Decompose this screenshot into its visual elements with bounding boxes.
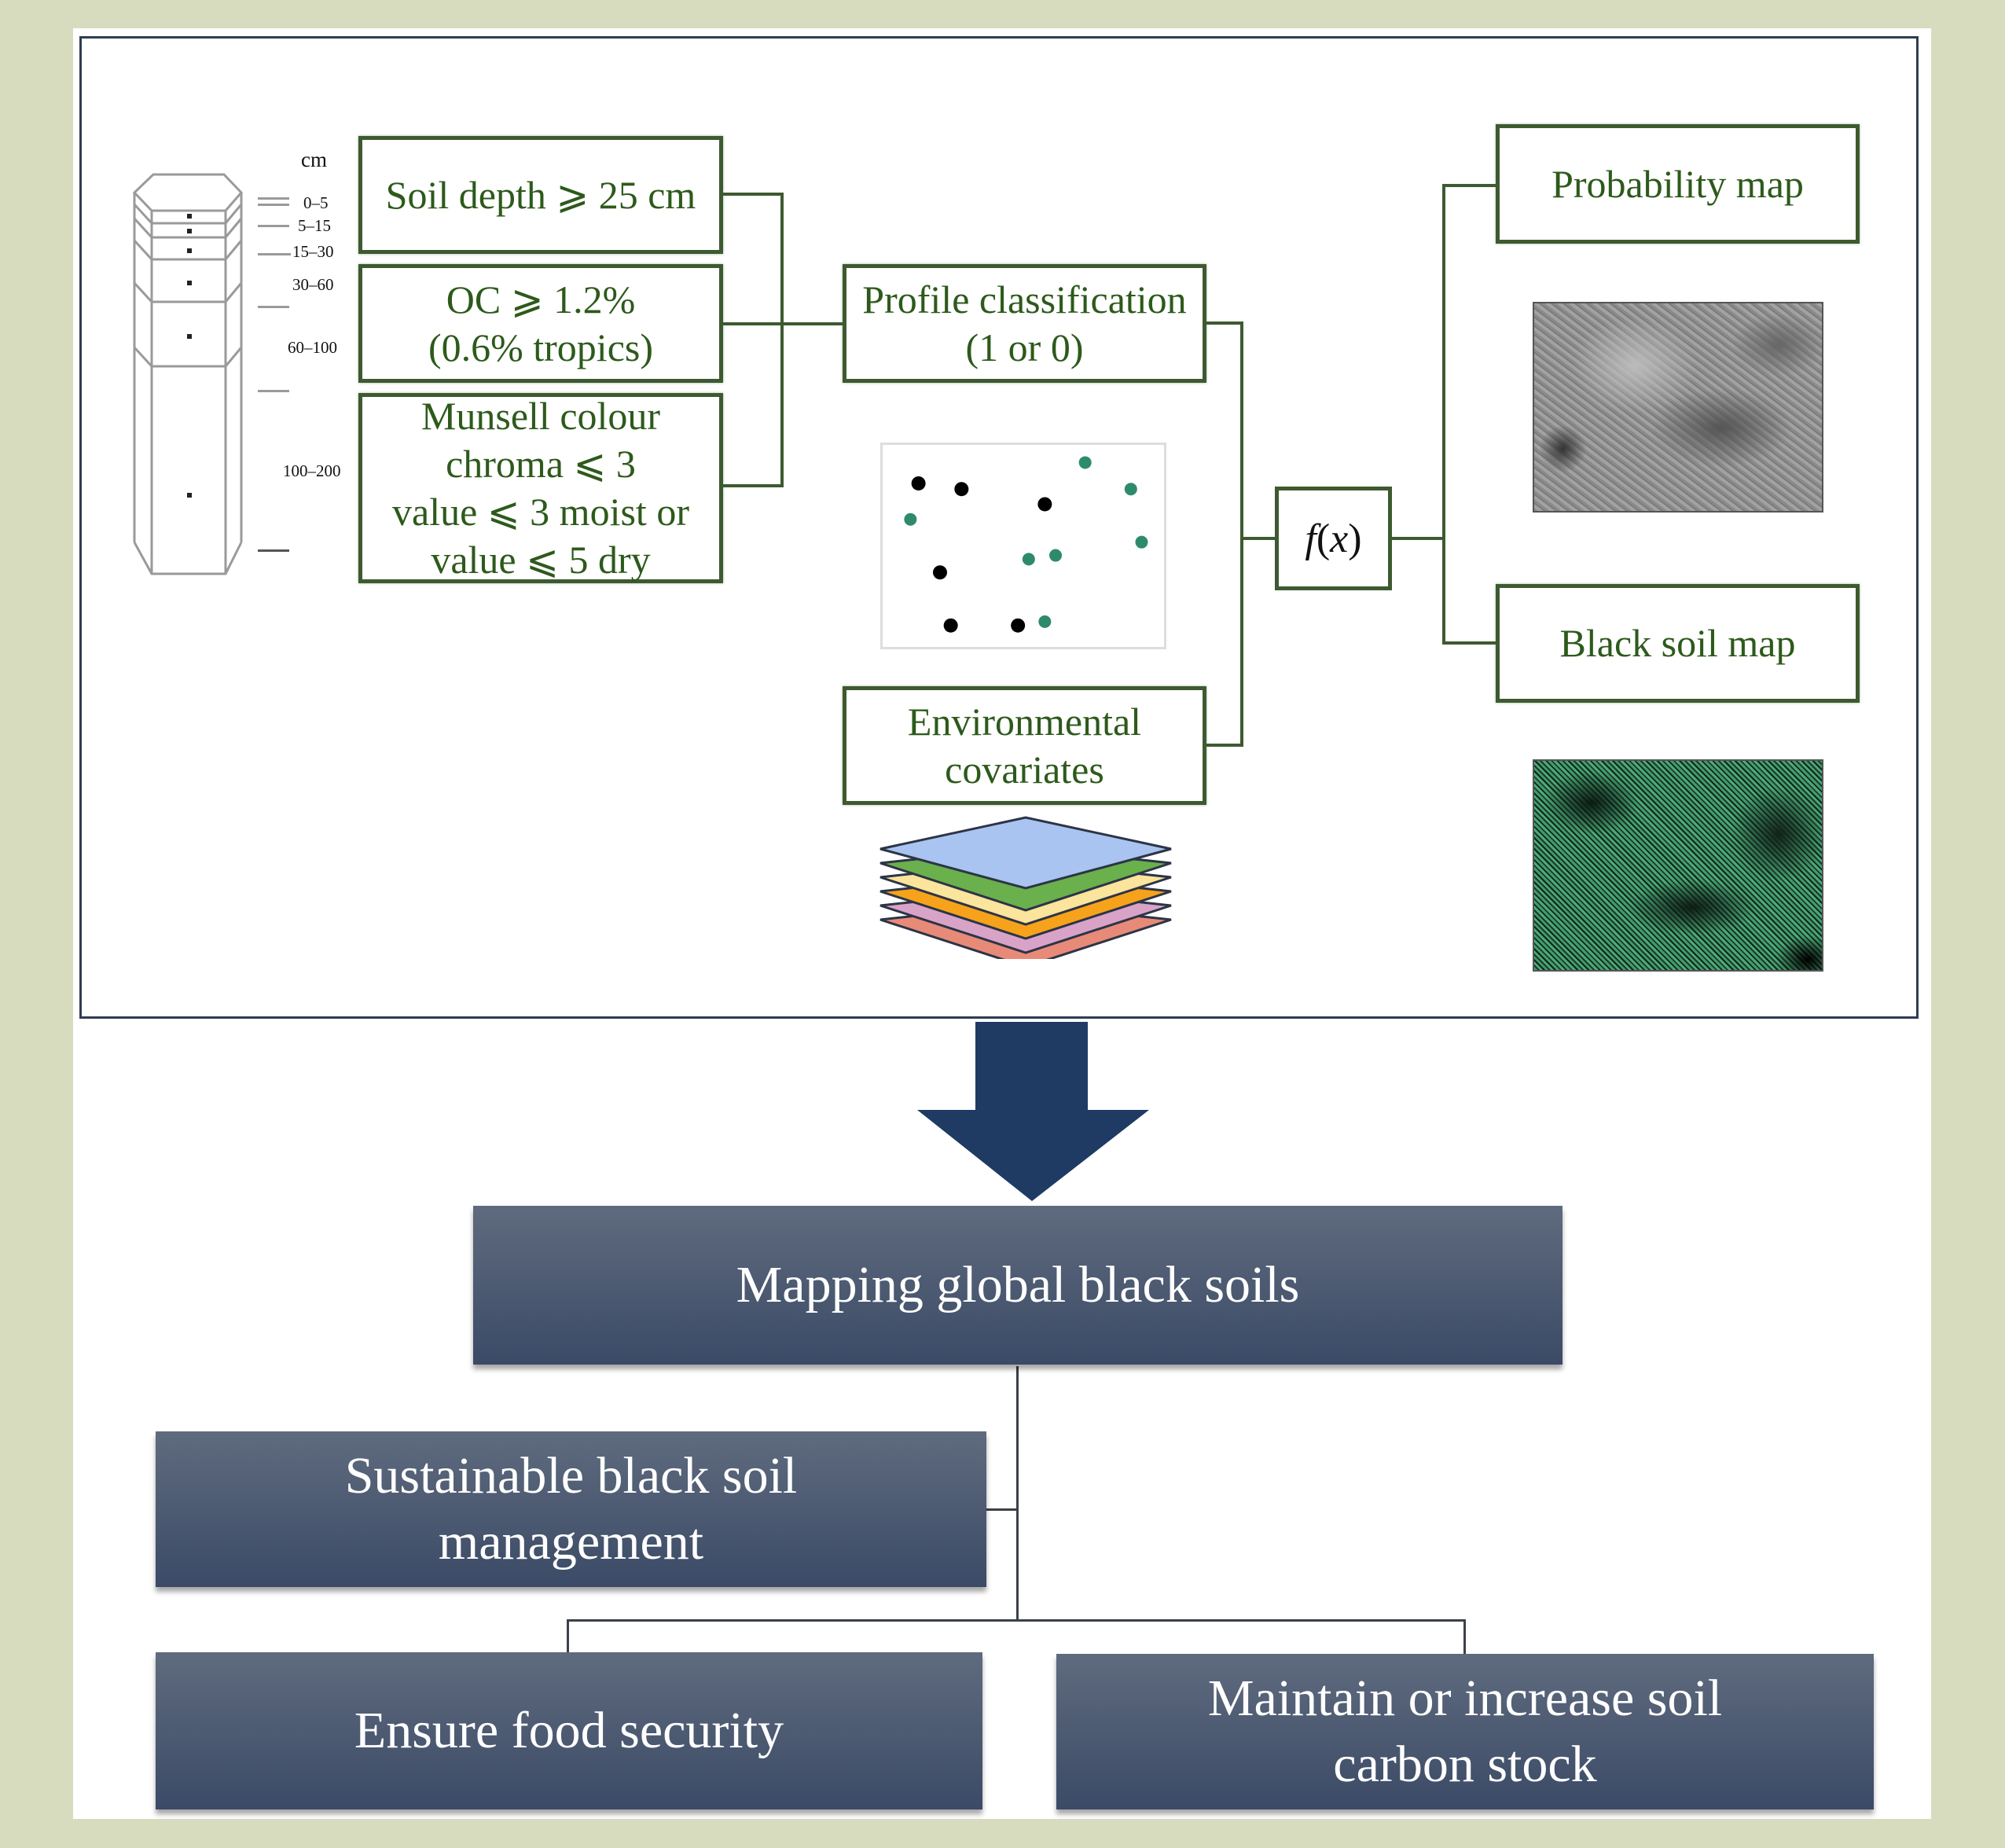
sustainable-management-box: Sustainable black soil management [156,1431,986,1587]
tree-connector-line [986,1508,1018,1511]
connector-line [1442,184,1445,643]
tree-connector-line [1016,1366,1019,1622]
depth-label-100-200: 100–200 [283,461,341,480]
probability-map-box: Probability map [1496,124,1860,244]
depth-tick [258,197,289,200]
non-black-soil-point [1022,553,1035,566]
black-soil-point [911,476,926,490]
sustainable-line-1: Sustainable black soil [344,1446,798,1504]
depth-tick [258,204,289,206]
probability-map-image [1533,302,1823,513]
sample-point [187,281,192,285]
criterion-soil-depth-box: Soil depth ⩾ 25 cm [358,136,723,254]
depth-label-15-30: 15–30 [292,242,334,261]
depth-label-0-5: 0–5 [303,193,329,212]
black-soil-point [1011,618,1026,633]
covariates-line-2: covariates [945,747,1104,792]
carbon-line-1: Maintain or increase soil [1207,1669,1723,1727]
function-f: f [1305,516,1316,561]
soil-carbon-stock-box: Maintain or increase soil carbon stock [1056,1654,1874,1809]
mapping-global-black-soils-text: Mapping global black soils [736,1255,1300,1313]
depth-tick [258,549,289,552]
classification-line-1: Profile classification [862,277,1187,321]
carbon-line-2: carbon stock [1333,1736,1597,1793]
criterion-munsell-line-3: value ⩽ 3 moist or [392,490,689,534]
function-close-paren: ) [1348,516,1362,561]
function-open-paren: ( [1316,516,1331,561]
non-black-soil-point [1135,535,1148,549]
non-black-soil-point [1078,456,1092,469]
non-black-soil-point [1049,549,1063,562]
depth-tick [258,225,289,227]
criterion-soil-depth-text: Soil depth ⩾ 25 cm [385,172,696,217]
depth-label-5-15: 5–15 [298,216,331,235]
black-soil-map-box: Black soil map [1496,584,1860,703]
connector-line [1240,537,1276,540]
connector-line [1392,537,1445,540]
depth-tick [258,253,291,255]
criterion-oc-line-2: (0.6% tropics) [428,325,654,369]
sample-point [187,248,192,253]
connector-line [1442,184,1497,187]
sample-points-plot [904,456,1148,633]
connector-line [723,484,783,487]
connector-line [1442,641,1497,645]
black-soil-map-label: Black soil map [1559,621,1796,665]
food-security-text: Ensure food security [354,1701,784,1759]
black-soil-map-image [1533,759,1823,972]
depth-tick [258,390,289,392]
covariates-line-1: Environmental [907,699,1142,744]
connector-line [780,193,784,487]
black-soil-point [943,618,958,633]
classification-line-2: (1 or 0) [965,325,1084,369]
mapping-global-black-soils-box: Mapping global black soils [473,1206,1563,1365]
non-black-soil-point [1124,483,1137,496]
non-black-soil-point [904,513,917,526]
criterion-munsell-line-1: Munsell colour [420,394,661,438]
sample-point [187,214,192,219]
down-arrow-icon [917,1022,1149,1201]
black-soil-point [1037,497,1052,512]
tree-connector-line [567,1619,1466,1622]
connector-line [1206,744,1243,747]
sample-points-panel [880,443,1166,649]
probability-map-label: Probability map [1551,161,1804,206]
function-x: x [1330,516,1349,561]
depth-unit-label: cm [301,148,327,171]
food-security-box: Ensure food security [156,1652,982,1809]
profile-classification-box: Profile classification(1 or 0) [843,264,1206,383]
depth-label-60-100: 60–100 [288,338,337,357]
tree-connector-line [567,1619,569,1654]
sample-point [187,493,192,498]
model-function-box: f(x) [1275,487,1392,590]
criterion-oc-line-1: OC ⩾ 1.2% [446,277,636,321]
covariate-layer [879,816,1172,890]
sample-point [187,334,192,339]
sustainable-line-2: management [438,1513,704,1571]
black-soil-point [932,565,947,580]
black-soil-point [954,482,969,497]
covariate-layers-icon [879,816,1172,959]
tree-connector-line [1463,1619,1466,1654]
soil-profile-column-icon [132,173,244,575]
criterion-munsell-line-4: value ⩽ 5 dry [431,538,651,582]
connector-line [723,193,783,196]
depth-tick [258,306,289,308]
criterion-organic-carbon-box: OC ⩾ 1.2%(0.6% tropics) [358,264,723,383]
connector-line [1206,321,1243,325]
sample-point [187,229,192,233]
connector-line [1240,321,1243,747]
criterion-munsell-line-2: chroma ⩽ 3 [446,442,636,486]
non-black-soil-point [1038,615,1052,628]
depth-label-30-60: 30–60 [292,275,334,294]
